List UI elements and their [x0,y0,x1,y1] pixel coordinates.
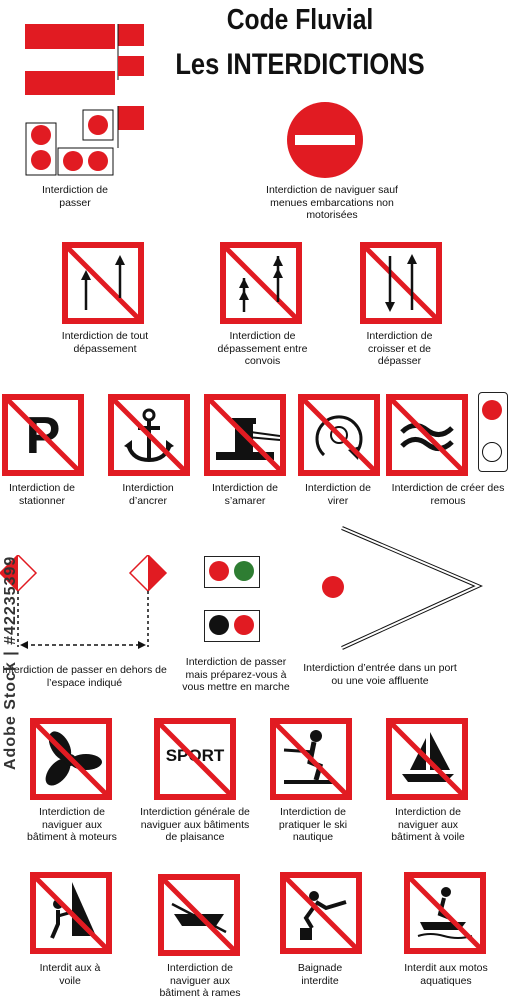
rowboat-icon [164,880,234,950]
sign-ancrer [108,394,190,476]
title-line-1: Code Fluvial [226,4,374,36]
red-light-icon [209,561,229,581]
sign-remous [386,394,468,476]
indicated-space-markers-icon [0,555,168,649]
diagonal-bar-icon [8,400,78,470]
caption-espace: Interdiction de passer en dehors de l’es… [2,664,167,689]
caption-ancrer: Interdiction d’ancrer [122,482,174,507]
sign-tout-depassement [62,242,144,324]
sign-ski [270,718,352,800]
sign-voile [386,718,468,800]
caption-depassement-convois: Interdiction de dépassement entre convoi… [217,330,308,367]
caption-naviguer-sauf: Interdiction de naviguer sauf menues emb… [266,184,398,221]
sign-rames [158,874,240,956]
sign-plaisance: SPORT [154,718,236,800]
bollard-icon [210,400,280,470]
red-light-icon [482,400,502,420]
u-turn-icon [304,400,374,470]
caption-preparez: Interdiction de passer mais préparez-vou… [182,656,290,693]
green-light-icon [234,561,254,581]
red-light-icon [234,615,254,635]
sailboat-icon [392,724,462,794]
no-entry-roundel-icon [287,102,363,178]
title-line-2: Les INTERDICTIONS [175,48,425,81]
diagonal-bar-icon [160,724,230,794]
sign-depassement-convois [220,242,302,324]
caption-plaisance: Interdiction générale de naviguer aux bâ… [140,806,250,843]
water-ski-icon [276,724,346,794]
caption-passer: Interdiction de passer [42,184,108,209]
caption-motos: Interdit aux motos aquatiques [404,962,488,987]
port-entry-chevron-icon [322,526,483,650]
caption-amarer: Interdiction de s’amarer [212,482,278,507]
caption-baignade: Baignade interdite [297,962,343,987]
sign-stationner: P [2,394,84,476]
caption-croisser: Interdiction de croisser et de dépasser [366,330,433,367]
propeller-icon [36,724,106,794]
caption-stationner: Interdiction de stationner [9,482,75,507]
sign-amarer [204,394,286,476]
sign-motos [404,872,486,954]
caption-voile: Interdiction de naviguer aux bâtiment à … [391,806,465,843]
black-light-icon [209,615,229,635]
anchor-icon [114,400,184,470]
caption-a-voile: Interdit aux à voile [39,962,101,987]
convoy-arrows-icon [226,248,296,318]
adobe-stock-watermark: Adobe Stock | #42235399 [2,555,19,770]
swimmer-diving-icon [286,878,356,948]
interdiction-passer-flags-icon [25,24,144,176]
sign-a-voile [30,872,112,954]
overtaking-arrows-icon [68,248,138,318]
windsurf-icon [36,878,106,948]
caption-port: Interdiction d’entrée dans un port ou un… [303,662,457,687]
sign-virer [298,394,380,476]
opposing-arrows-icon [366,248,436,318]
waves-icon [392,400,462,470]
sign-baignade [280,872,362,954]
caption-tout-depassement: Interdiction de tout dépassement [61,330,149,355]
sign-croisser [360,242,442,324]
caption-ski: Interdiction de pratiquer le ski nautiqu… [278,806,348,843]
caption-moteurs: Interdiction de naviguer aux bâtiment à … [27,806,117,843]
jet-ski-icon [410,878,480,948]
caption-rames: Interdiction de naviguer aux bâtiment à … [159,962,241,999]
sign-moteurs [30,718,112,800]
off-light-icon [482,442,502,462]
caption-virer: Interdiction de virer [305,482,371,507]
caption-remous: Interdiction de créer des remous [391,482,505,507]
